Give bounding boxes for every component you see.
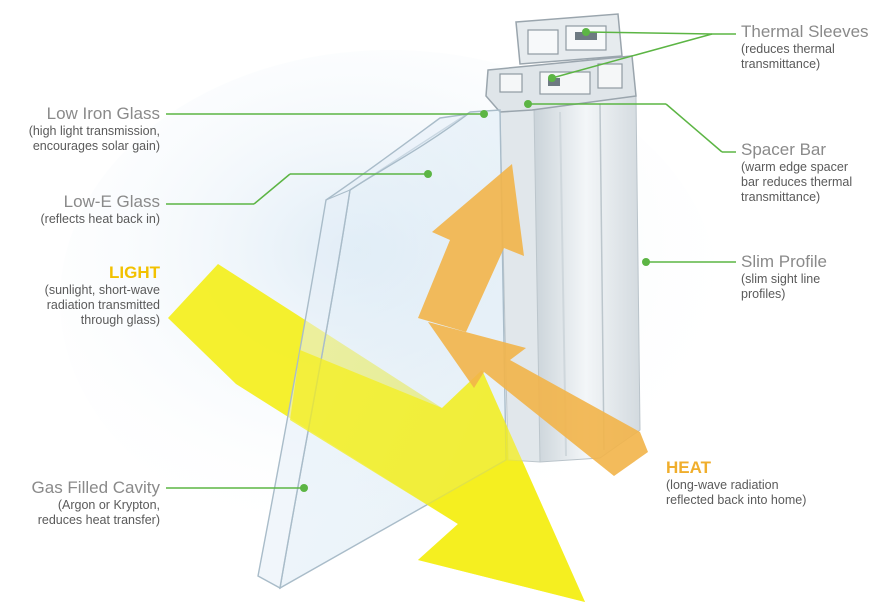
- gas-filled-cavity-title: Gas Filled Cavity: [31, 478, 160, 497]
- callout-light: LIGHT (sunlight, short-wave radiation tr…: [45, 263, 160, 327]
- low-iron-glass-desc-1: (high light transmission,: [28, 124, 160, 139]
- callout-spacer-bar: Spacer Bar (warm edge spacer bar reduces…: [741, 140, 852, 204]
- light-title: LIGHT: [109, 263, 160, 282]
- spacer-bar-title: Spacer Bar: [741, 140, 827, 159]
- heat-desc-2: reflected back into home): [666, 492, 807, 507]
- spacer-bar-desc-2: bar reduces thermal: [741, 174, 853, 189]
- heat-arrow-lower: [428, 322, 648, 476]
- callout-low-iron-glass: Low Iron Glass (high light transmission,…: [29, 104, 160, 154]
- callout-heat: HEAT (long-wave radiation reflected back…: [666, 458, 806, 508]
- callout-slim-profile: Slim Profile (slim sight line profiles): [741, 252, 827, 302]
- heat-desc-1: (long-wave radiation: [666, 478, 779, 493]
- window-frame: [485, 13, 641, 463]
- light-desc-1: (sunlight, short-wave: [44, 283, 160, 298]
- slim-profile-desc-2: profiles): [741, 286, 786, 301]
- leader-lines: [166, 31, 736, 489]
- heat-title: HEAT: [666, 458, 712, 477]
- slim-profile-title: Slim Profile: [741, 252, 827, 271]
- leader-dots: [300, 28, 650, 492]
- low-e-glass-desc-1: (reflects heat back in): [40, 212, 161, 227]
- gas-filled-cavity-desc-2: reduces heat transfer): [37, 512, 160, 527]
- thermal-sleeves-desc-1: (reduces thermal: [741, 42, 835, 57]
- spacer-bar-desc-3: transmittance): [741, 189, 821, 204]
- heat-arrow-upper: [418, 164, 524, 332]
- low-e-glass-title: Low-E Glass: [63, 192, 160, 211]
- light-desc-2: radiation transmitted: [46, 297, 160, 312]
- callout-gas-filled-cavity: Gas Filled Cavity (Argon or Krypton, red…: [32, 478, 160, 528]
- callout-thermal-sleeves: Thermal Sleeves (reduces thermal transmi…: [741, 22, 869, 72]
- low-iron-glass-desc-2: encourages solar gain): [32, 138, 160, 153]
- thermal-sleeves-desc-2: transmittance): [741, 56, 821, 71]
- spacer-bar-desc-1: (warm edge spacer: [741, 160, 848, 175]
- slim-profile-desc-1: (slim sight line: [741, 272, 821, 287]
- light-arrow-overlay: [290, 350, 585, 602]
- light-desc-3: through glass): [80, 312, 160, 327]
- thermal-sleeves-title: Thermal Sleeves: [741, 22, 869, 41]
- gas-filled-cavity-desc-1: (Argon or Krypton,: [57, 498, 160, 513]
- callout-low-e-glass: Low-E Glass (reflects heat back in): [41, 192, 161, 227]
- low-iron-glass-title: Low Iron Glass: [46, 104, 160, 123]
